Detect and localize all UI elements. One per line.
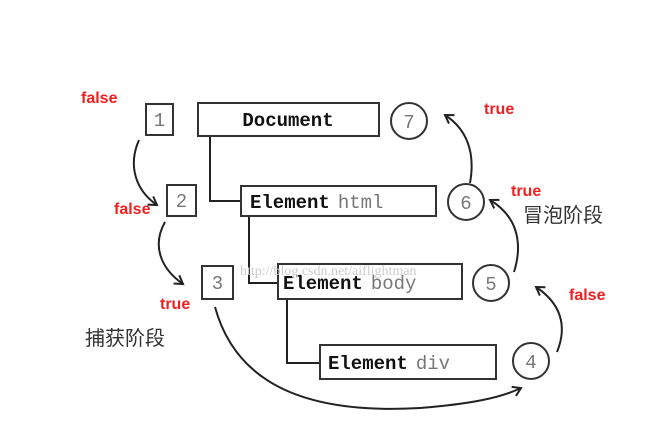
use-capture-label: false	[114, 201, 151, 218]
capture-step-1: 1	[145, 103, 174, 136]
arrow-2-to-3	[157, 221, 185, 286]
bubble-step-7: 7	[390, 102, 428, 140]
bubble-step-6: 6	[447, 183, 485, 221]
node-body: Element body	[277, 263, 463, 300]
svg-text:2: 2	[176, 191, 187, 213]
node-html: Element html	[240, 185, 437, 217]
arrow-5-to-6	[488, 198, 519, 273]
bubble-step-4: 4	[512, 342, 550, 380]
arrow-4-to-5	[534, 285, 563, 353]
svg-text:5: 5	[485, 274, 496, 296]
node-tag: div	[416, 353, 450, 375]
capture-step-2: 2	[166, 184, 197, 217]
node-tag: body	[371, 273, 417, 295]
svg-text:6: 6	[460, 193, 471, 215]
node-tag: html	[338, 192, 384, 214]
tree-connector	[286, 299, 320, 364]
arrow-6-to-7	[443, 113, 473, 184]
node-keyword: Element	[283, 273, 363, 295]
use-capture-label: true	[160, 296, 190, 313]
svg-text:4: 4	[525, 352, 536, 374]
tree-connector	[209, 136, 241, 202]
bubble-phase-label: 冒泡阶段	[523, 203, 603, 227]
capture-step-3: 3	[201, 265, 234, 300]
node-div: Element div	[319, 344, 497, 380]
watermark: http://blog.csdn.net/aiflightman	[240, 264, 417, 279]
svg-text:3: 3	[212, 273, 223, 295]
use-capture-label: true	[484, 101, 514, 118]
svg-text:1: 1	[154, 110, 165, 132]
node-keyword: Element	[250, 192, 330, 214]
node-document: Document	[197, 102, 380, 137]
capture-phase-label: 捕获阶段	[85, 326, 165, 350]
use-capture-label: false	[81, 90, 118, 107]
use-capture-label: true	[511, 183, 541, 200]
svg-text:7: 7	[403, 112, 414, 134]
arrow-3-to-4	[214, 306, 523, 410]
node-keyword: Element	[328, 353, 408, 375]
arrow-1-to-2	[132, 139, 159, 207]
node-keyword: Document	[242, 110, 333, 132]
bubble-step-5: 5	[472, 264, 510, 302]
tree-connector	[248, 216, 278, 284]
use-capture-label: false	[569, 287, 606, 304]
